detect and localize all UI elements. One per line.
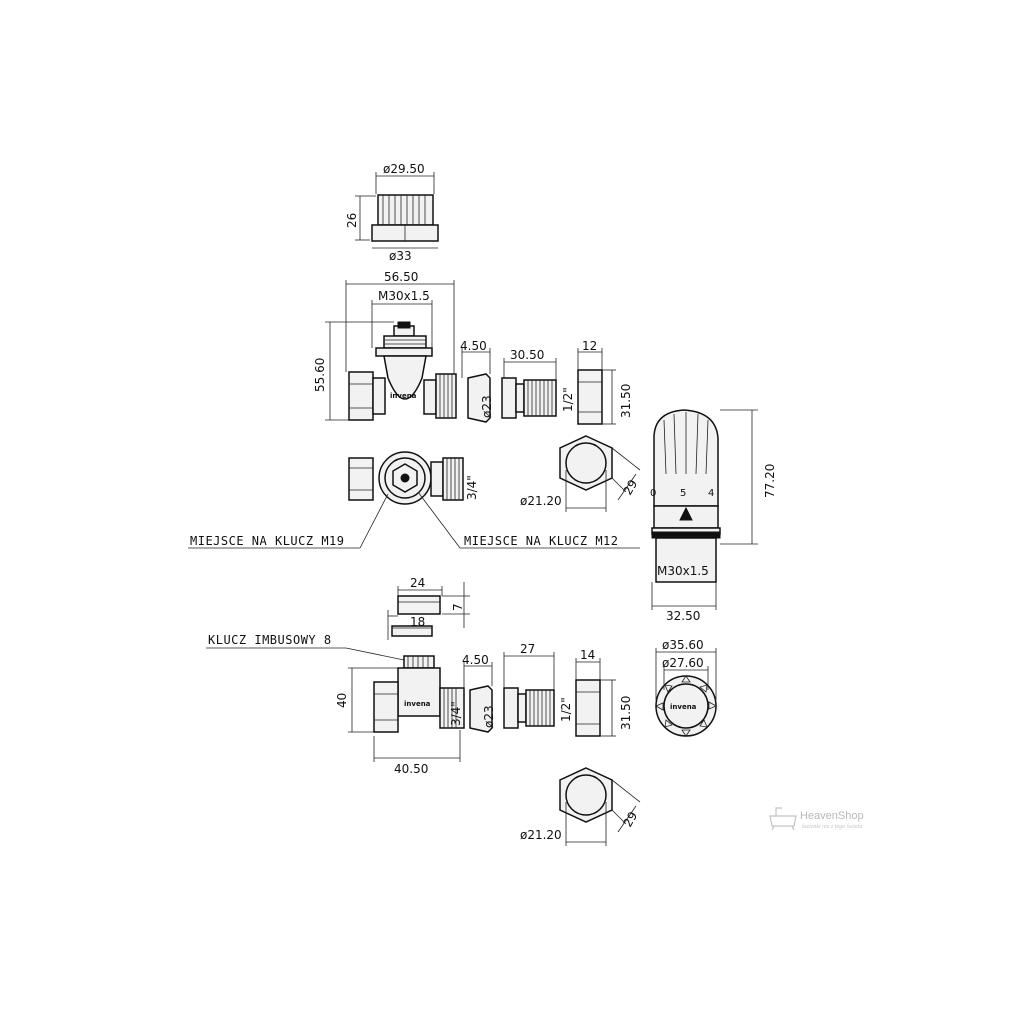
watermark-name: HeavenShop	[800, 810, 864, 822]
lockshield-valve-side-view	[206, 647, 465, 762]
lock-ring-width: 4.50	[462, 653, 489, 667]
lock-valve-height: 40	[335, 693, 349, 708]
watermark	[769, 807, 797, 831]
tailpiece-drawing	[501, 358, 557, 419]
head-scale-5: 5	[680, 488, 686, 499]
lock-hex-nut-view	[559, 767, 641, 846]
head-width: 32.50	[666, 609, 700, 623]
label-wrench-m12: MIEJSCE NA KLUCZ M12	[464, 534, 619, 548]
lock-valve-width: 40.50	[394, 762, 428, 776]
label-wrench-m19: MIEJSCE NA KLUCZ M19	[190, 534, 345, 548]
nut-height: 31.50	[619, 384, 633, 418]
lock-hex-size: 29	[620, 809, 640, 829]
lock-tail-length: 27	[520, 642, 535, 656]
lock-tailpiece-drawing	[503, 652, 555, 729]
lock-nut-height: 31.50	[619, 696, 633, 730]
lock-cap-width: 24	[410, 576, 425, 590]
head-height: 77.20	[763, 464, 777, 498]
lock-nut-width: 14	[580, 648, 595, 662]
label-allen-key: KLUCZ IMBUSOWY 8	[208, 633, 332, 647]
lockshield-brand-logo: invena	[404, 700, 431, 708]
thermostatic-valve-side-view	[325, 280, 457, 421]
valve-top-view	[188, 451, 640, 549]
valve-thread: M30x1.5	[378, 289, 430, 303]
lock-union-nut-drawing	[575, 658, 616, 737]
valve-cap-drawing	[355, 172, 439, 249]
nut-width: 12	[582, 339, 597, 353]
hex-size: 29	[620, 477, 640, 497]
knob-brand-logo: invena	[670, 703, 697, 711]
bathtub-icon	[769, 807, 797, 831]
ring-diameter: ø23	[480, 395, 494, 418]
lock-hex-diameter: ø21.20	[520, 828, 562, 842]
thread-3-4: 3/4"	[465, 475, 479, 500]
valve-brand-logo: invena	[390, 392, 417, 400]
lock-sealing-ring-drawing	[463, 662, 493, 733]
lockshield-cap-drawing	[387, 582, 470, 640]
lockshield-knob-view	[655, 648, 717, 737]
lock-tail-thread: 1/2"	[559, 697, 573, 722]
valve-height: 55.60	[313, 358, 327, 392]
head-thread: M30x1.5	[657, 564, 709, 578]
head-scale-4: 4	[708, 488, 714, 499]
cap-bottom-diameter: ø33	[389, 249, 412, 263]
hex-nut-view	[559, 435, 641, 512]
hex-diameter: ø21.20	[520, 494, 562, 508]
cap-height: 26	[345, 213, 359, 228]
lock-ring-diameter: ø23	[482, 705, 496, 728]
lock-thread-3-4: 3/4"	[449, 701, 463, 726]
knob-outer-diameter: ø35.60	[662, 638, 704, 652]
lock-cap-height: 7	[451, 603, 465, 611]
ring-width: 4.50	[460, 339, 487, 353]
watermark-tagline: łazienki nie z tego świata	[802, 824, 862, 830]
lock-inner-size: 18	[410, 615, 425, 629]
cap-top-diameter: ø29.50	[383, 162, 425, 176]
head-scale-0: 0	[650, 488, 656, 499]
sealing-ring-drawing	[461, 348, 491, 423]
union-nut-drawing	[577, 348, 616, 425]
tail-thread: 1/2"	[561, 387, 575, 412]
valve-width: 56.50	[384, 270, 418, 284]
thermostatic-head-drawing	[651, 409, 758, 610]
knob-inner-diameter: ø27.60	[662, 656, 704, 670]
tail-length: 30.50	[510, 348, 544, 362]
